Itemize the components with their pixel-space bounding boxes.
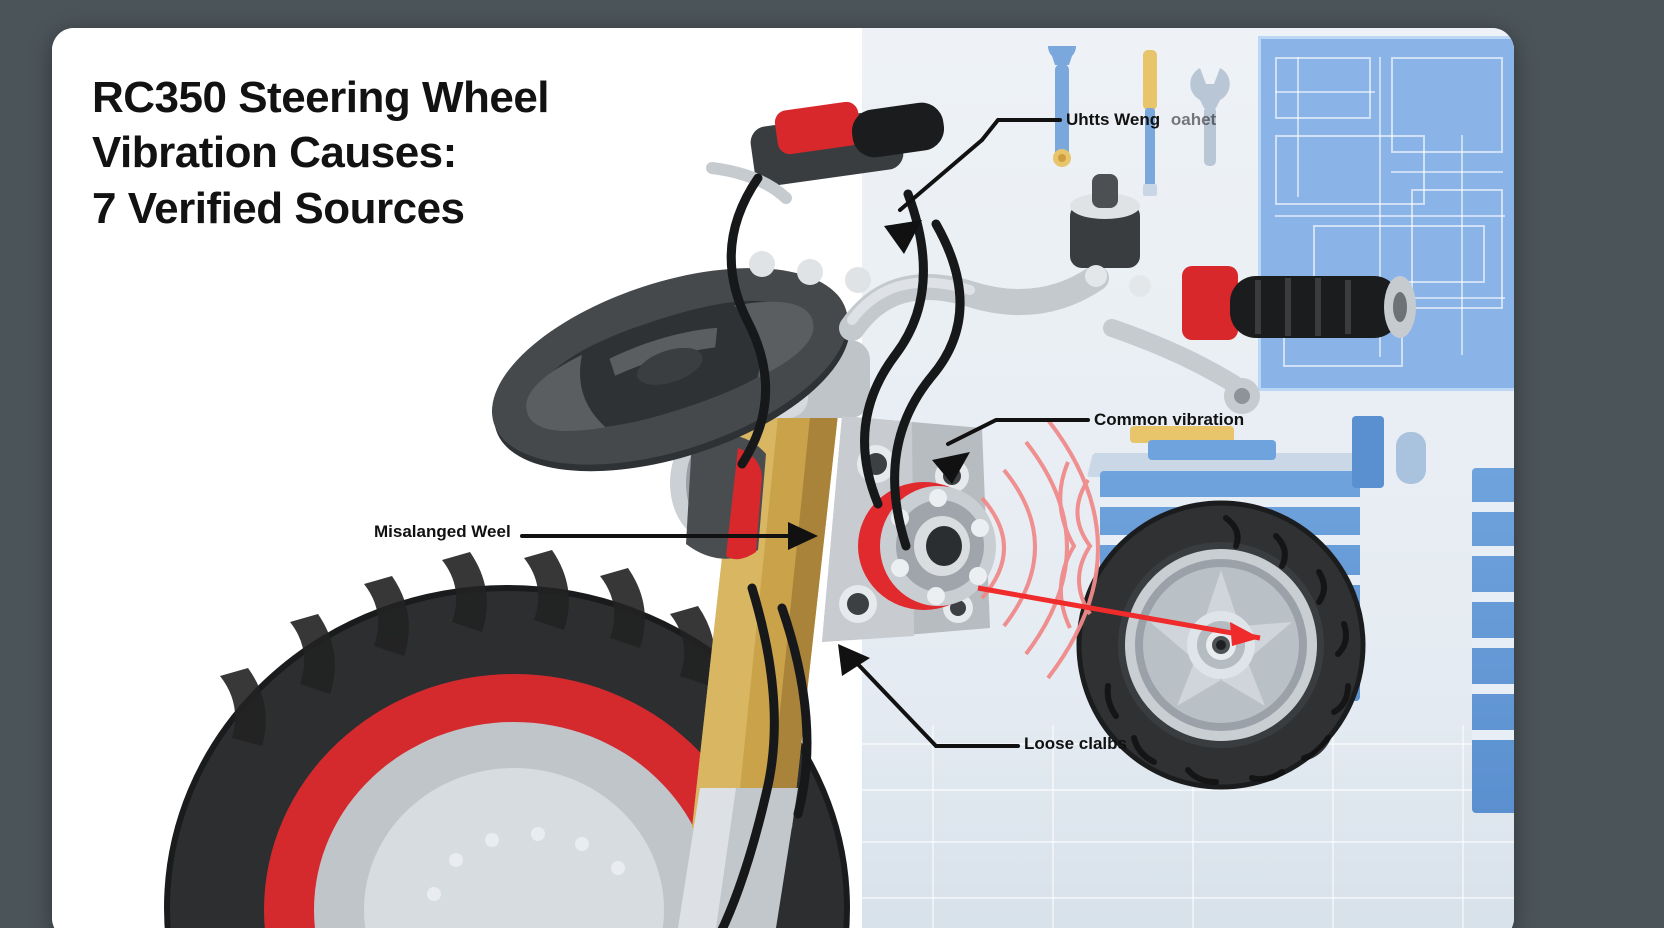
annotation-units-wrong-socket: Uhtts Weng oahet [1066, 110, 1216, 130]
annotation-label-common-vibration: Common vibration [1094, 410, 1245, 429]
title-line-3: 7 Verified Sources [92, 183, 465, 233]
annotation-label-misaligned-wheel: Misalanged Weel [374, 522, 511, 541]
annotation-label-units-wrong-socket: Uhtts Weng [1066, 110, 1161, 129]
annotation-common-vibration: Common vibration [1094, 410, 1244, 430]
annotation-label-loose-clamps: Loose clalbs [1024, 734, 1127, 753]
annotation-label-units-wrong-socket-secondary: oahet [1170, 110, 1217, 129]
tool-tray-prop [1130, 426, 1234, 443]
screwdriver-icon [1143, 50, 1157, 196]
wrench-alt-icon [1190, 68, 1230, 166]
workshop-panel [862, 28, 1514, 928]
annotation-loose-clamps: Loose clalbs [1024, 734, 1127, 754]
title-line-1: RC350 Steering Wheel [92, 73, 550, 122]
tool-bar-prop [1148, 440, 1276, 460]
tool-cabinet-right [1472, 468, 1514, 813]
annotation-misaligned-wheel: Misalanged Weel [374, 522, 511, 542]
tool-block2-prop [1396, 432, 1426, 484]
title-line-2: Vibration Causes: [92, 128, 457, 178]
illustration-card: RC350 Steering Wheel Vibration Causes: 7… [52, 28, 1514, 928]
page-title: RC350 Steering Wheel Vibration Causes: 7… [92, 70, 692, 236]
blueprint-poster [1258, 36, 1514, 391]
tool-block-prop [1352, 416, 1384, 488]
